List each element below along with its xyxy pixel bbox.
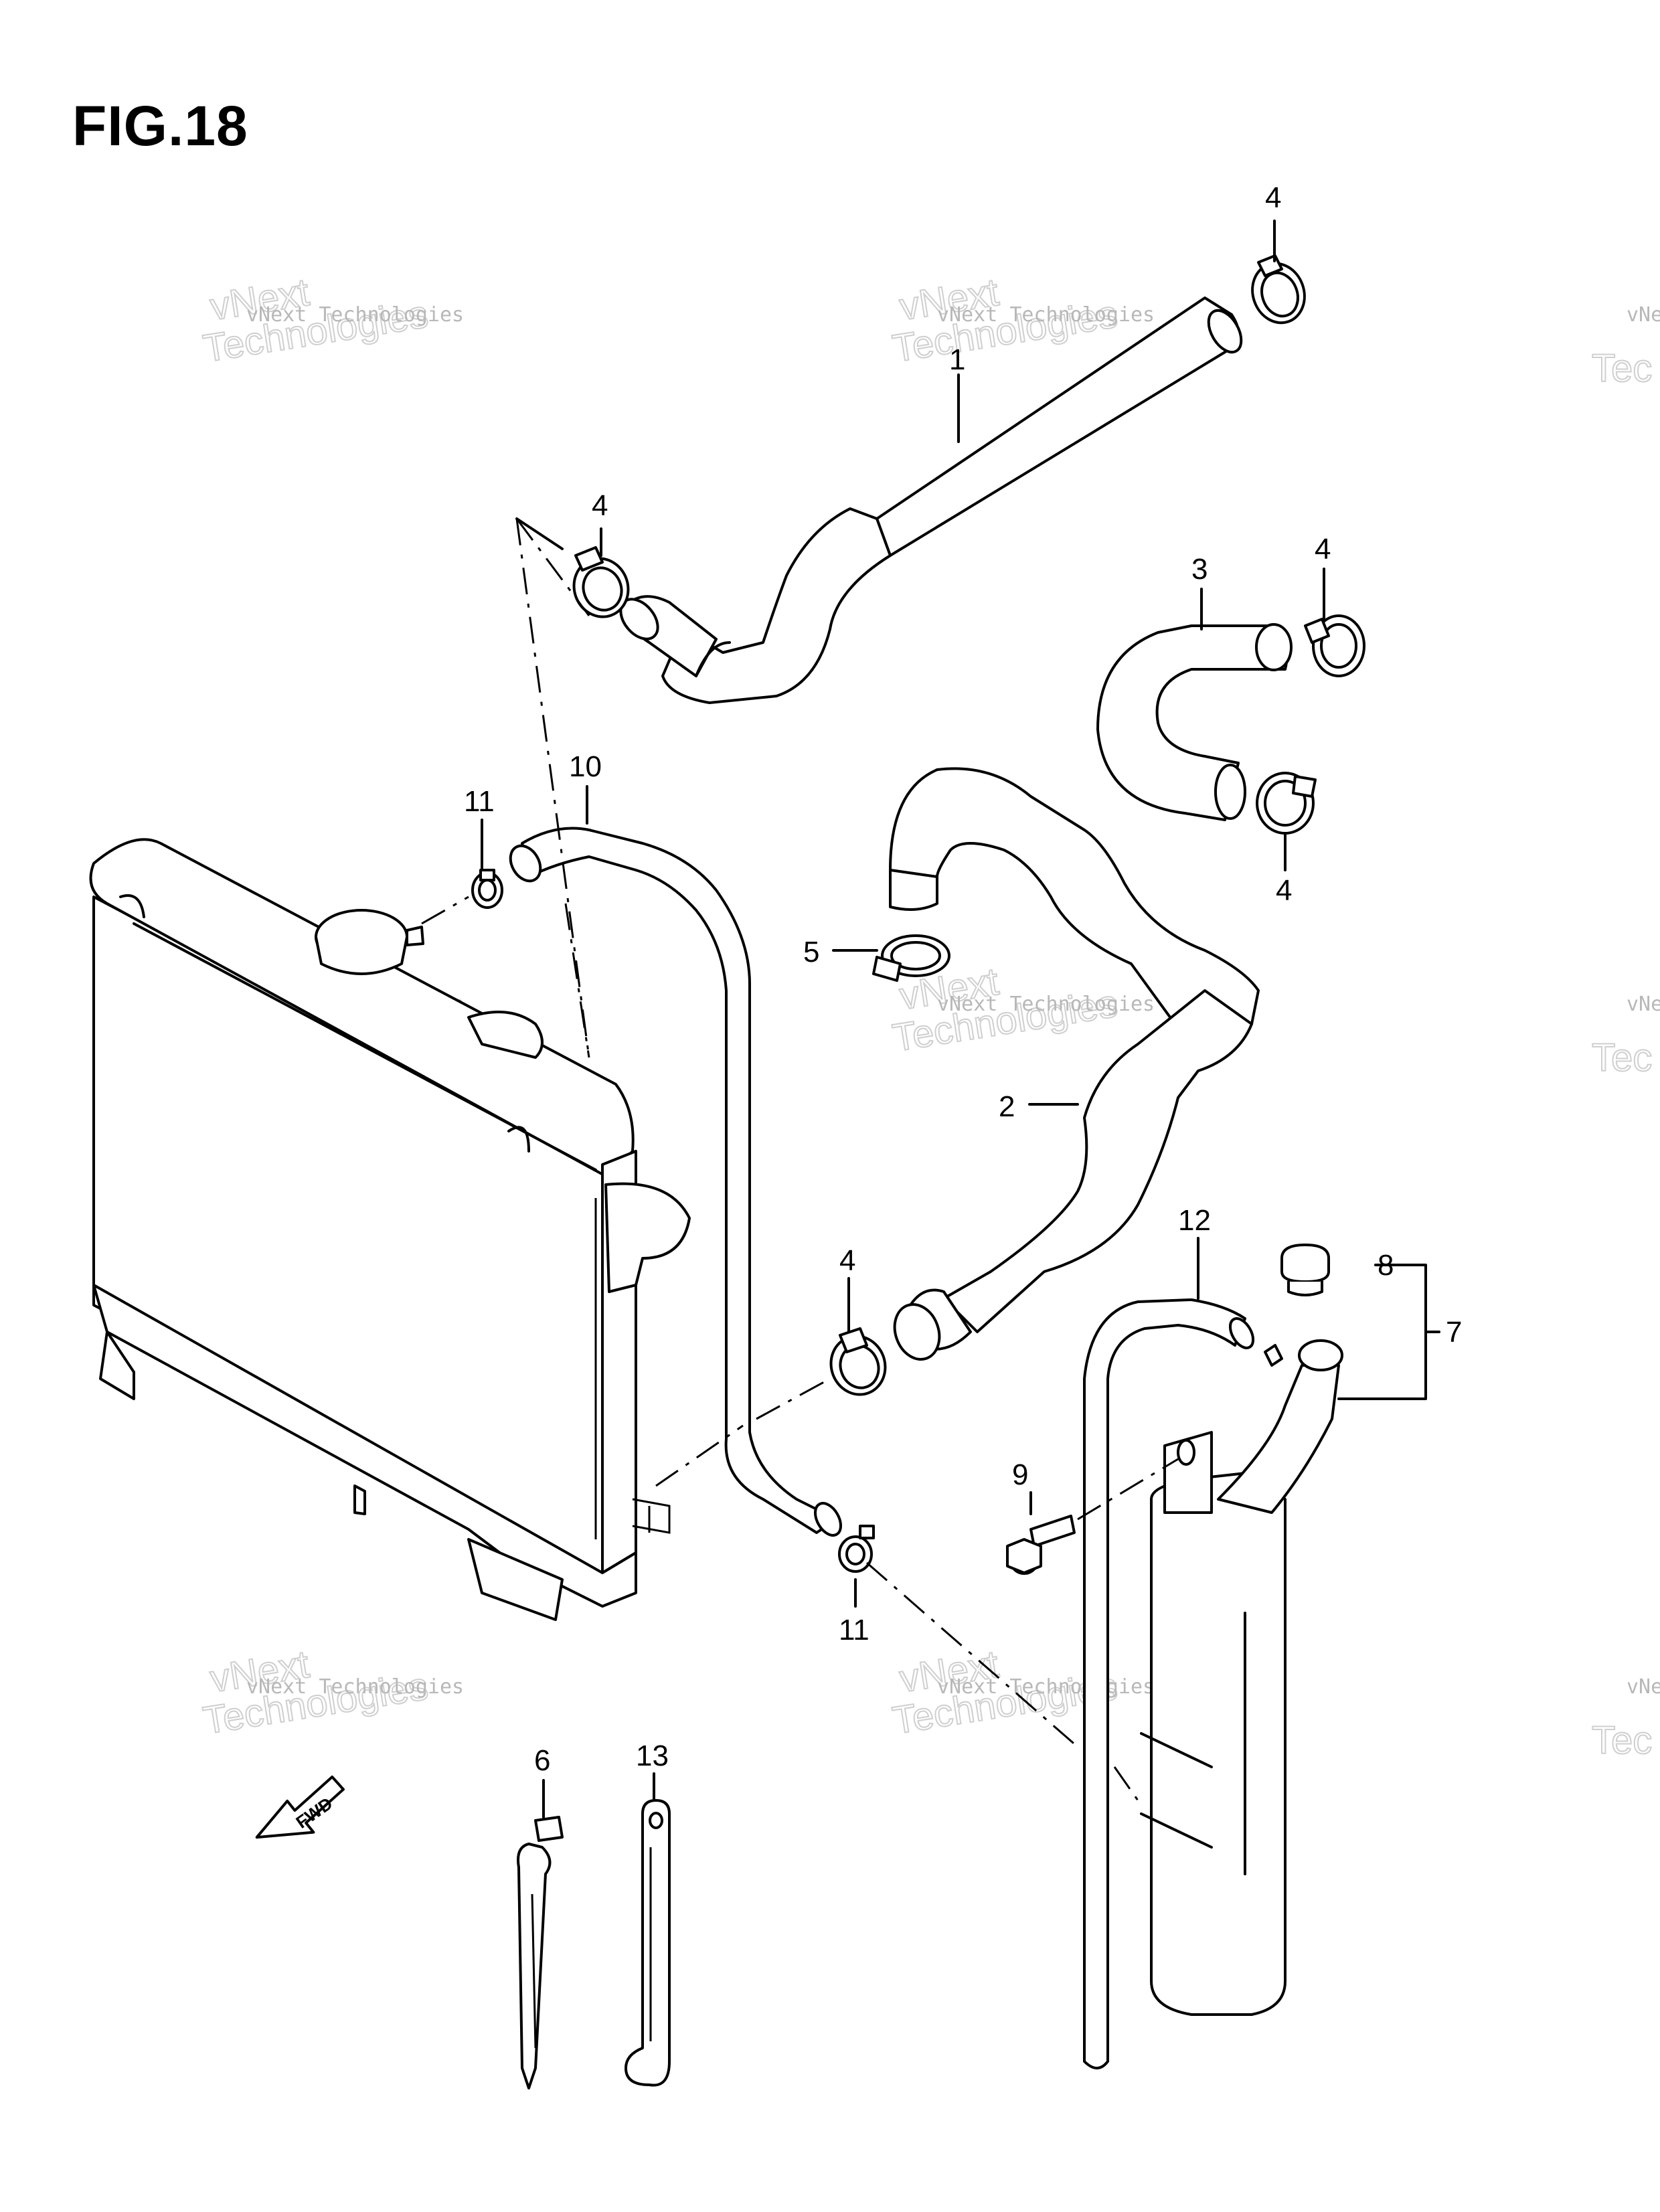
hose-1	[619, 296, 1243, 704]
hose-12	[1083, 1298, 1283, 2069]
clamp-11-lower	[838, 1525, 875, 1573]
hose-10	[509, 827, 842, 1537]
callout-7: 7	[1446, 1316, 1462, 1349]
watermark-text-edge: vNe	[1627, 1675, 1660, 1699]
callout-4e: 4	[839, 1244, 855, 1277]
callout-9: 9	[1012, 1458, 1028, 1491]
clamp-5	[872, 934, 950, 982]
callout-3: 3	[1191, 553, 1208, 586]
watermark-text: vNext Technologies	[937, 303, 1155, 327]
watermark-text: vNext Technologies	[937, 1675, 1155, 1699]
watermark-outline-edge: Tec	[1592, 1036, 1652, 1080]
watermark-outline-edge: Tec	[1592, 347, 1652, 390]
callout-1: 1	[949, 343, 965, 376]
callout-4b: 4	[592, 489, 608, 522]
callout-10: 10	[569, 750, 602, 783]
hose-2	[889, 767, 1260, 1361]
cable-tie-6	[517, 1816, 564, 2090]
clamp-11-upper	[471, 869, 503, 909]
figure-title: FIG.18	[72, 94, 248, 157]
callout-2: 2	[999, 1090, 1015, 1123]
clamp-4-hose2-bottom	[829, 1327, 887, 1396]
callout-5: 5	[803, 936, 819, 968]
bolt-9	[1006, 1515, 1076, 1575]
strap-13	[625, 1799, 671, 2087]
watermark-text: vNext Technologies	[246, 1675, 464, 1699]
radiator	[89, 838, 691, 1621]
callout-11b: 11	[839, 1614, 869, 1646]
watermark-text-edge: vNe	[1627, 303, 1660, 327]
leader-lines	[421, 220, 1440, 1818]
watermark-outline-edge: Tec	[1592, 1719, 1652, 1762]
clamp-4-top-right	[1251, 254, 1306, 325]
callout-4d: 4	[1276, 874, 1292, 907]
clamp-4-hose3-bottom	[1256, 772, 1317, 835]
clamp-4-hose3-top	[1304, 614, 1365, 677]
callout-4a: 4	[1265, 181, 1281, 214]
clamp-4-upper-left	[572, 546, 630, 618]
hose-3	[1096, 623, 1293, 821]
watermark-text: vNext Technologies	[937, 993, 1155, 1016]
callouts: 1 2 3 4 4 4 4 4 5 6 7 8 9 10 11 11 12 13	[464, 181, 1462, 1777]
callout-11a: 11	[464, 785, 495, 818]
callout-12: 12	[1178, 1204, 1211, 1237]
forward-direction-arrow: FWD	[255, 1775, 345, 1839]
watermark-text-edge: vNe	[1627, 993, 1660, 1016]
reservoir-tank	[1140, 1244, 1343, 2016]
callout-13: 13	[636, 1739, 669, 1772]
callout-4c: 4	[1315, 533, 1331, 566]
watermark-text: vNext Technologies	[246, 303, 464, 327]
callout-8: 8	[1378, 1249, 1394, 1282]
callout-6: 6	[534, 1744, 550, 1777]
